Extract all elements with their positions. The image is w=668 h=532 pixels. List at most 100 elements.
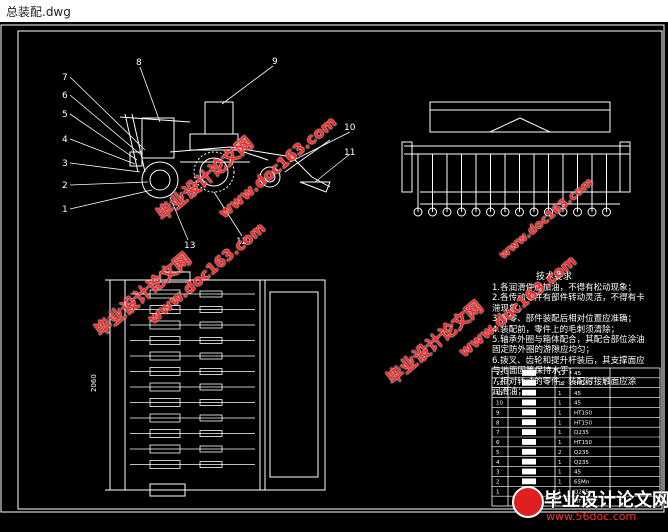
bom-qty: 1 bbox=[558, 440, 562, 446]
balloon-5: 5 bbox=[62, 110, 68, 120]
front-openers bbox=[413, 154, 611, 217]
window-title: 总装配.dwg bbox=[6, 5, 71, 19]
bom-qty: 1 bbox=[558, 401, 562, 407]
balloon-4: 4 bbox=[62, 135, 68, 145]
note-line: 固定防外圈的游隙应均匀； bbox=[492, 345, 595, 356]
seed-row bbox=[130, 382, 255, 392]
note-line: 1.各润滑件应加油，不得有松动现象； bbox=[492, 283, 637, 293]
note-line: 与地面固等保持水平； bbox=[492, 366, 578, 377]
note-line: 滞现象； bbox=[492, 303, 527, 314]
bom-item-no: 7 bbox=[496, 430, 500, 436]
bom-part-name bbox=[522, 439, 536, 445]
balloon-7: 7 bbox=[62, 73, 68, 83]
balloon-10: 10 bbox=[344, 123, 356, 133]
note-line: 润滑油； bbox=[492, 387, 527, 398]
bom-material: Q235 bbox=[574, 489, 589, 495]
bom-row-lines bbox=[492, 377, 660, 497]
bom-material: HT150 bbox=[574, 381, 592, 387]
bom-qty: 1 bbox=[558, 391, 562, 397]
bom-material: HT150 bbox=[574, 499, 592, 505]
title-bar: 总装配.dwg bbox=[0, 0, 668, 23]
balloon-leaders bbox=[69, 65, 351, 241]
cad-drawing: 1 2 3 4 5 6 7 8 9 10 11 12 13 2060 13124… bbox=[0, 24, 665, 513]
bom-item-no: 12 bbox=[496, 381, 503, 387]
balloon-3: 3 bbox=[62, 159, 68, 169]
furrow-opener bbox=[442, 154, 452, 217]
furrow-opener bbox=[428, 154, 437, 217]
furrow-opener bbox=[558, 154, 568, 217]
bom-material: Q235 bbox=[574, 430, 589, 436]
furrow-opener bbox=[486, 154, 495, 217]
bom-item-no: 8 bbox=[496, 420, 500, 426]
bom-qty: 2 bbox=[558, 450, 562, 456]
bom-part-name bbox=[522, 419, 536, 426]
bom-part-name bbox=[522, 409, 536, 416]
brand-logo-icon bbox=[512, 486, 544, 518]
seed-row bbox=[130, 413, 255, 423]
furrow-opener bbox=[529, 154, 539, 217]
front-view bbox=[401, 101, 631, 205]
bom-item-no: 3 bbox=[496, 470, 500, 476]
note-line: 4.装配前，零件上的毛刺须清除； bbox=[492, 324, 620, 335]
bom-qty: 1 bbox=[558, 420, 562, 426]
seed-row bbox=[130, 429, 255, 438]
note-line: 3.各零、部件装配后相对位置应准确； bbox=[492, 314, 637, 325]
brand-url: www.56doc.com bbox=[546, 510, 637, 523]
bom-part-name bbox=[522, 399, 536, 406]
seed-row bbox=[130, 336, 255, 345]
bom-qty: 1 bbox=[558, 470, 562, 476]
note-line: 6.拨叉、齿轮和提升杆装后，其支撑面应 bbox=[492, 355, 645, 366]
balloon-6: 6 bbox=[62, 91, 68, 101]
bom-material: Q235 bbox=[574, 450, 589, 456]
bom-qty: 12 bbox=[558, 381, 565, 387]
bom-item-no: 1 bbox=[496, 489, 500, 495]
bom-qty: 1 bbox=[558, 460, 562, 466]
seed-row bbox=[130, 460, 255, 469]
furrow-opener bbox=[471, 154, 481, 217]
bom-item-no: 2 bbox=[496, 480, 500, 486]
furrow-opener bbox=[587, 154, 597, 217]
balloon-1: 1 bbox=[62, 205, 68, 215]
notes-title: 技术要求 bbox=[536, 272, 573, 282]
bom-part-name bbox=[522, 448, 536, 455]
furrow-opener bbox=[413, 154, 423, 217]
bom-part-name bbox=[522, 458, 536, 465]
note-line: 7.相对转动的零件，装配时接触面应涂 bbox=[492, 376, 637, 387]
bom-material: 45 bbox=[574, 391, 581, 397]
bom-item-no: 4 bbox=[496, 460, 500, 466]
bom-part-name bbox=[522, 478, 536, 485]
top-view-rows bbox=[130, 289, 255, 469]
bom-material: 65Mn bbox=[574, 480, 590, 486]
bom-material: Q235 bbox=[574, 460, 589, 466]
seed-row bbox=[130, 367, 255, 376]
balloon-12: 12 bbox=[236, 237, 247, 247]
bom-qty: 1 bbox=[558, 430, 562, 436]
bom-part-name bbox=[522, 370, 536, 376]
bom-qty: 12 bbox=[558, 371, 565, 377]
seed-row bbox=[130, 398, 255, 407]
balloon-2: 2 bbox=[62, 181, 68, 191]
bom-item-no: 9 bbox=[496, 411, 500, 417]
seed-row bbox=[130, 351, 255, 361]
bom-item-no: 5 bbox=[496, 450, 500, 456]
bom-part-name bbox=[522, 389, 536, 396]
bom-item-no: 10 bbox=[496, 401, 503, 407]
top-view bbox=[105, 271, 326, 497]
bom-qty: 1 bbox=[558, 480, 562, 486]
bom-material: HT150 bbox=[574, 411, 592, 417]
side-view bbox=[119, 101, 331, 199]
bom-material: 45 bbox=[574, 470, 581, 476]
seed-row bbox=[130, 444, 255, 454]
inner-frame bbox=[17, 30, 663, 510]
seed-row bbox=[130, 320, 255, 330]
furrow-opener bbox=[602, 154, 611, 217]
note-line: 2.各传动零件有部件转动灵活，不得有卡 bbox=[492, 293, 645, 304]
bom-part-name bbox=[522, 429, 536, 435]
balloon-8: 8 bbox=[136, 58, 142, 68]
bom-material: 45 bbox=[574, 401, 581, 407]
outer-frame bbox=[0, 24, 665, 513]
bom-material: HT150 bbox=[574, 420, 592, 426]
note-line: 5.轴承外圈与箱体配合，其配合部位涂油 bbox=[492, 335, 645, 346]
furrow-opener bbox=[457, 154, 466, 217]
